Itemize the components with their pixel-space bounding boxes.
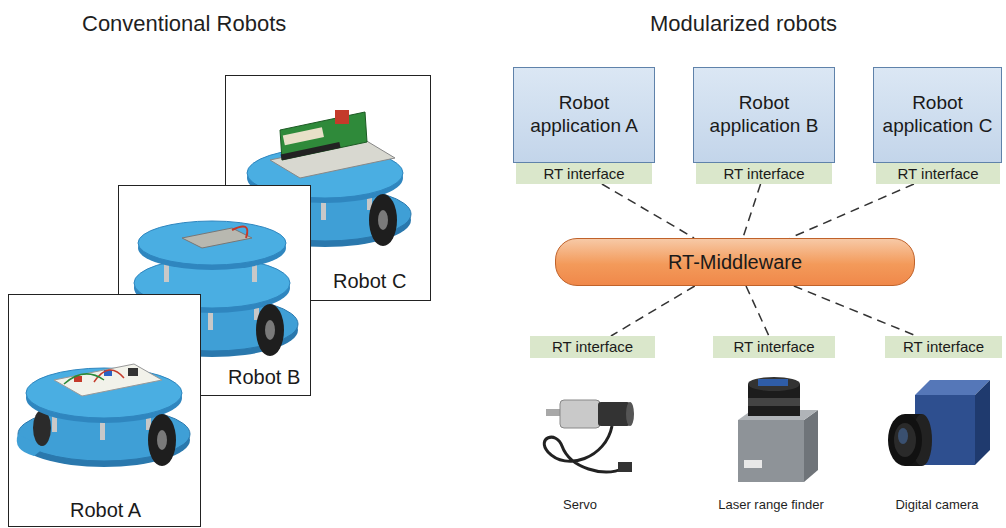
box-label: RT interface [897,165,978,183]
interface-band: RT interface [696,163,832,184]
illustration-part [17,364,190,467]
illustration-part [560,400,600,428]
illustration-part [232,226,247,238]
illustration-part [618,462,632,472]
section-heading: Modularized robots [650,11,910,37]
illustration-part [335,110,349,124]
box-label: Robot application B [699,92,829,138]
interface-band: RT interface [885,336,1002,358]
interface-band: RT interface [516,163,652,184]
middleware-bar: RT-Middleware [555,238,915,286]
illustration-part [283,127,324,145]
application-box: Robot application B [693,67,835,163]
box-label: RT interface [552,338,633,356]
illustration-part [544,426,624,472]
robot-photo-frame: Robot A [8,294,200,526]
interface-band: RT interface [713,336,835,358]
box-label: Robot application C [879,92,996,138]
illustration-part [64,374,104,384]
dashed-connector [790,184,914,238]
illustration-part [975,380,990,465]
illustration-part [748,398,800,406]
laser-range-finder-picture [738,377,818,482]
illustration-part [182,228,252,248]
servo-picture [544,400,634,472]
robot-photo-frame: Robot C [225,75,430,300]
illustration-part [804,410,818,482]
illustration-part [738,420,804,482]
box-label: Robot application A [519,92,649,138]
box-label: RT interface [733,338,814,356]
interface-band: RT interface [530,336,655,358]
illustration-part [888,414,922,466]
box-label: RT interface [543,165,624,183]
dashed-connector [746,286,769,336]
dashed-connector [602,184,694,238]
device-caption: Laser range finder [696,497,846,512]
section-heading: Conventional Robots [82,11,342,37]
illustration-part [128,368,138,376]
robot-photo-frame: Robot B [118,185,310,395]
illustration-part [744,460,762,468]
device-caption: Digital camera [877,497,997,512]
application-box: Robot application A [513,67,655,163]
dashed-connector [794,286,917,336]
illustration-part [9,295,201,527]
dashed-connector [743,184,761,238]
interface-band: RT interface [876,163,1000,184]
illustration-part [748,377,800,391]
box-label: RT interface [903,338,984,356]
device-caption: Servo [520,497,640,512]
illustration-part [54,364,162,396]
box-label: RT-Middleware [668,250,802,274]
robot-label: Robot B [228,365,300,389]
illustration-part [758,379,788,386]
digital-camera-picture [888,380,990,466]
illustration-part [626,402,634,426]
application-box: Robot application C [873,67,1002,163]
illustration-part [281,142,341,160]
illustration-part [898,428,908,444]
dashed-connector [611,286,695,336]
robot-label: Robot A [70,498,141,522]
robot-label: Robot C [333,269,406,293]
illustration-part [894,423,916,457]
illustration-part [598,402,630,426]
illustration-part [280,112,367,160]
box-label: RT interface [723,165,804,183]
illustration-part [138,221,286,265]
